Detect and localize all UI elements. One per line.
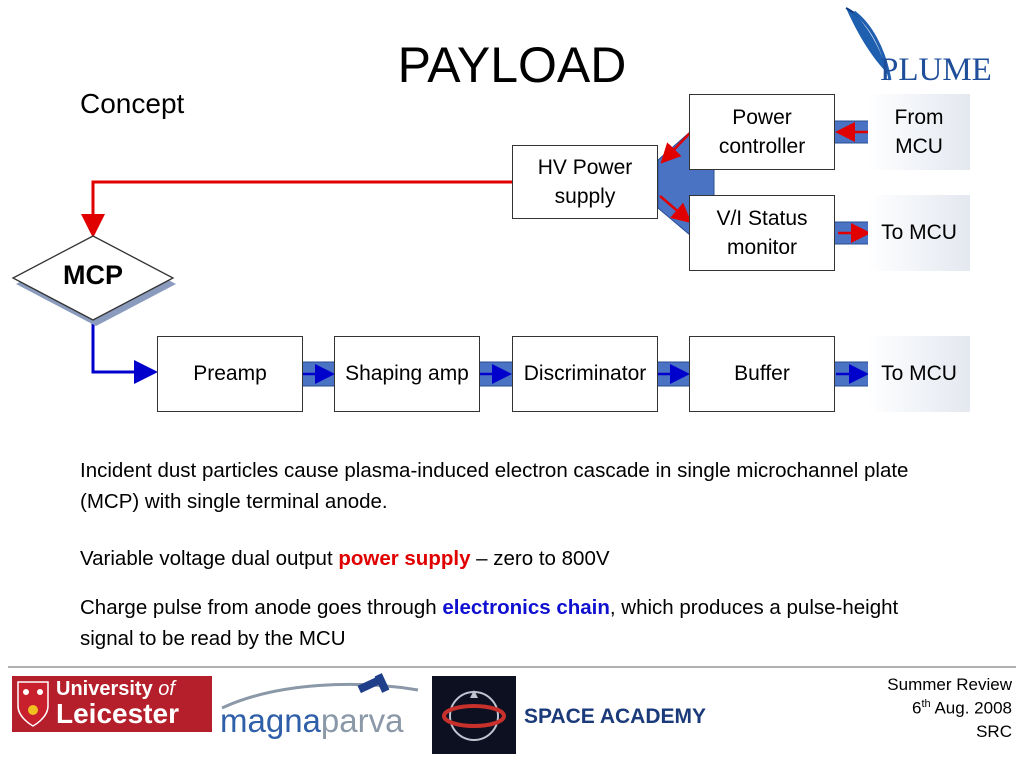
preamp-box: Preamp [157, 336, 303, 412]
leicester-line1: University [56, 678, 153, 700]
mcp-to-preamp-line [91, 318, 158, 384]
space-centre-emblem-icon [442, 690, 506, 741]
mcp-label: MCP [63, 260, 123, 290]
review-date: 6th Aug. 2008 [912, 697, 1012, 718]
buffer-box: Buffer [689, 336, 835, 412]
review-text: Summer Review [887, 675, 1012, 694]
hv-power-supply-box: HV Power supply [512, 145, 658, 219]
paragraph-mcp: Incident dust particles cause plasma-ind… [80, 459, 909, 513]
hv-to-mcp-line [81, 180, 512, 238]
paragraph-electronics-chain: Charge pulse from anode goes through ele… [80, 596, 899, 650]
shaping-amp-box: Shaping amp [334, 336, 480, 412]
review-org: SRC [976, 721, 1012, 741]
orbit-icon [221, 673, 419, 710]
vi-status-monitor-box: V/I Status monitor [689, 195, 835, 271]
electronics-chain-highlight: electronics chain [442, 596, 610, 619]
to-mcu-chain-box: To MCU [868, 336, 970, 412]
magnaparva-logo: magnaparva [218, 672, 426, 742]
magna-text: magna [220, 702, 321, 739]
page-title: PAYLOAD [397, 37, 627, 93]
section-heading: Concept [80, 88, 185, 119]
feather-icon [845, 7, 892, 81]
hv-to-monitor-arrow [659, 195, 692, 224]
leicester-logo: University of Leicester [12, 676, 212, 732]
controller-to-hv-arrow [660, 132, 691, 164]
discriminator-box: Discriminator [512, 336, 658, 412]
shield-icon [17, 681, 49, 727]
footer-meta: Summer Review 6th Aug. 2008 SRC [887, 674, 1012, 743]
parva-text: parva [320, 702, 404, 739]
power-controller-box: Power controller [689, 94, 835, 170]
leicester-line2: Leicester [56, 698, 179, 729]
mcp-diamond [11, 235, 175, 321]
from-mcu-box: From MCU [868, 94, 970, 170]
plume-logo: PLUME [840, 4, 1015, 89]
space-centre-logo [432, 676, 516, 754]
space-academy-text: SPACE ACADEMY [524, 705, 707, 728]
power-supply-highlight: power supply [338, 547, 471, 570]
plume-logo-text: PLUME [880, 52, 992, 88]
to-mcu-status-box: To MCU [868, 195, 970, 271]
paragraph-power-supply: Variable voltage dual output power suppl… [80, 547, 610, 570]
footer-divider [8, 666, 1016, 668]
